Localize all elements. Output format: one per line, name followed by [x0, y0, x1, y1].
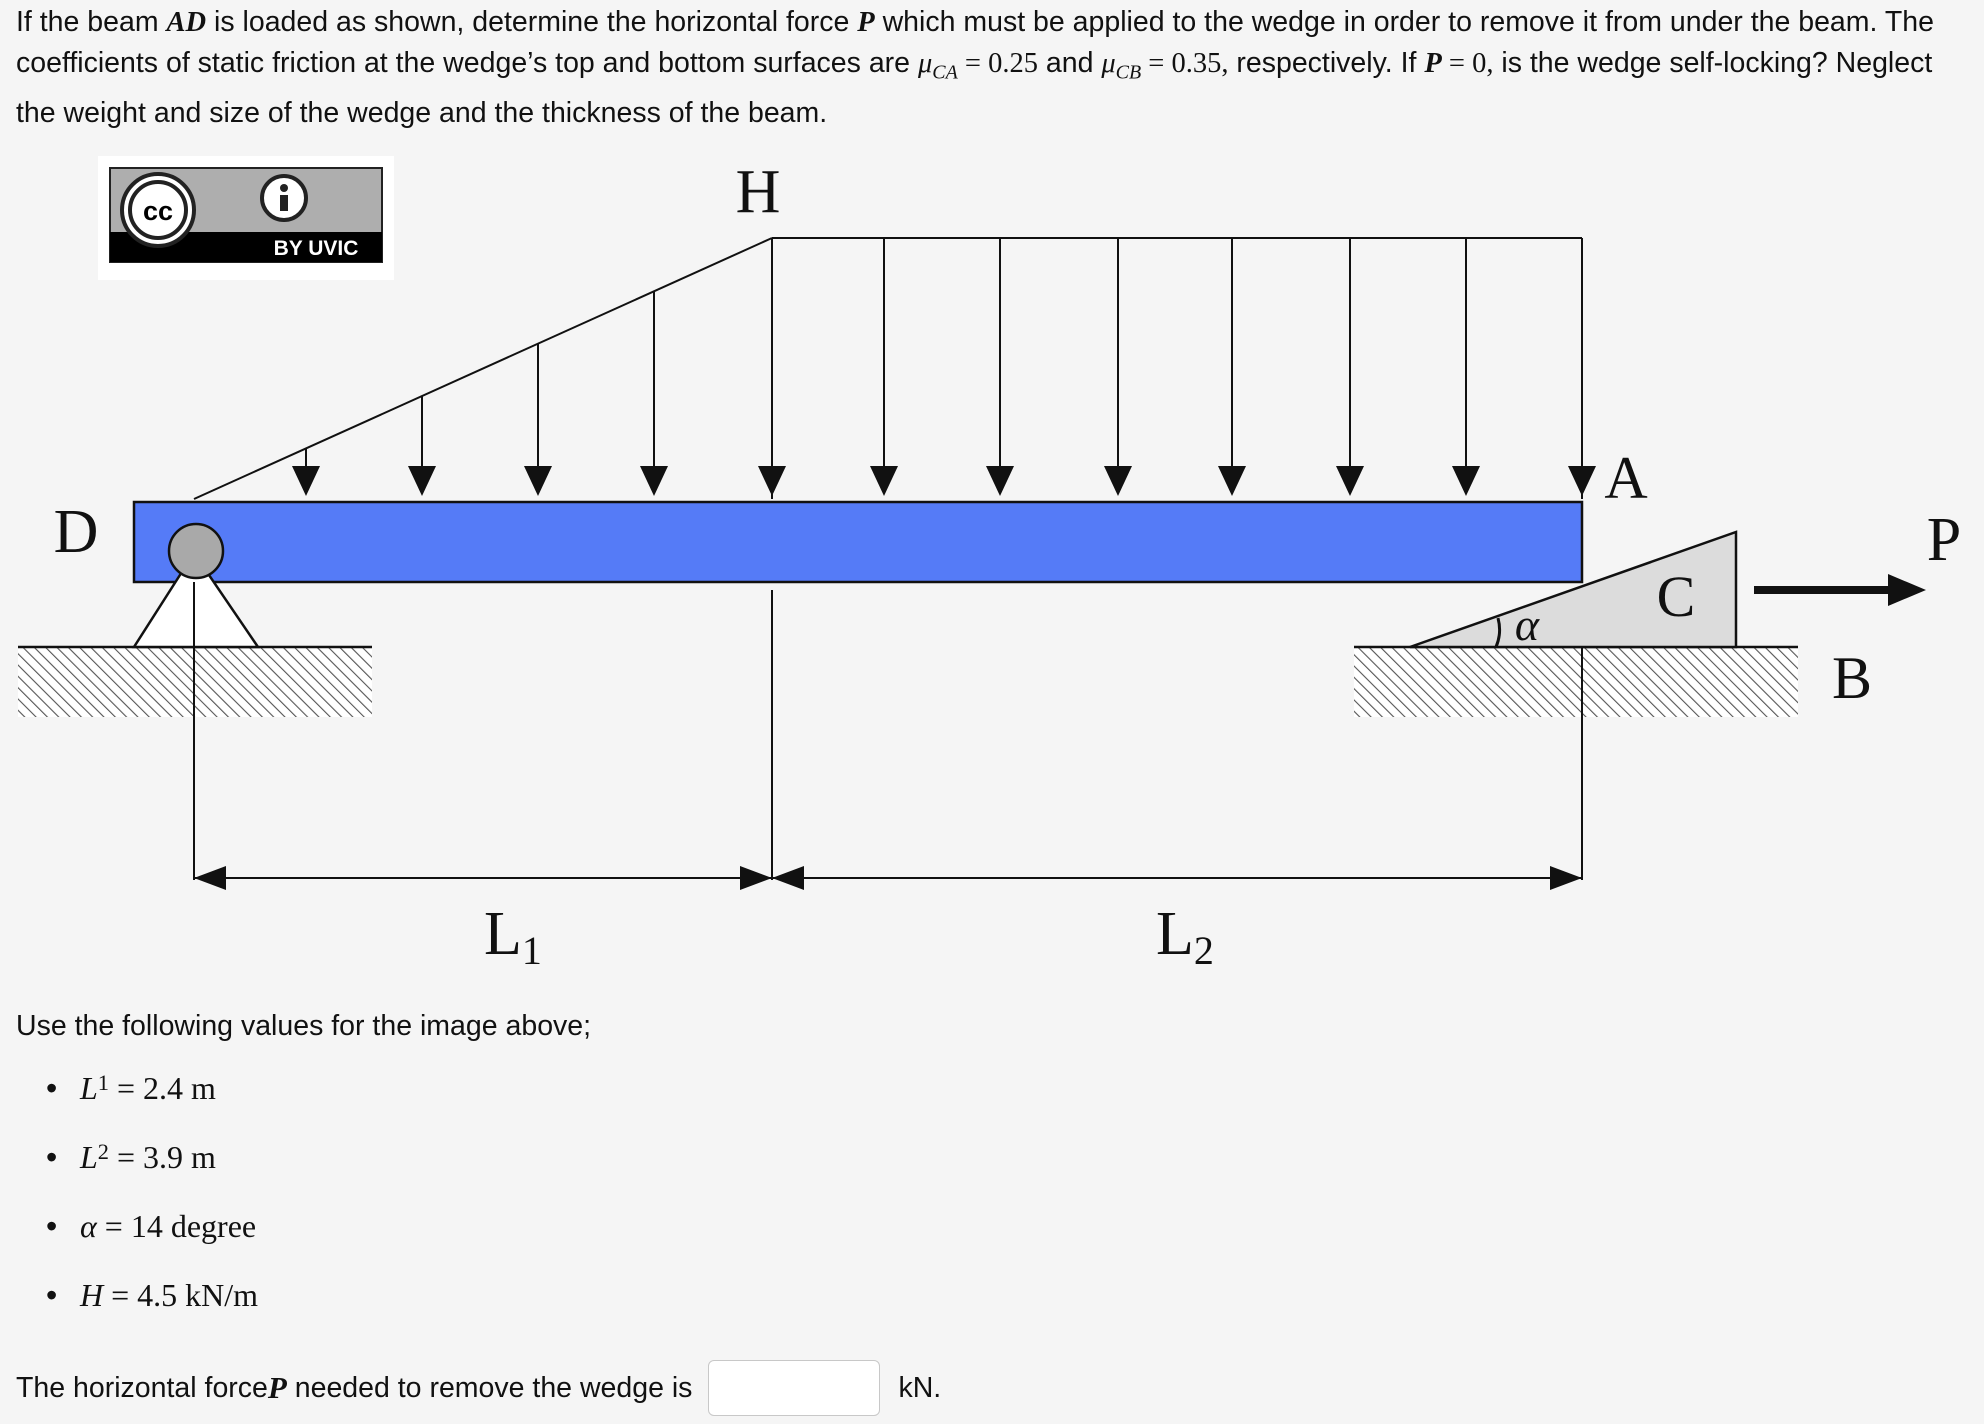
mu-subscript: CB — [1115, 61, 1142, 84]
value-symbol: L — [80, 1070, 98, 1106]
pin-joint — [167, 522, 225, 580]
problem-text: If the beam — [16, 6, 167, 38]
label-d: D — [54, 498, 99, 566]
p-zero-value: = 0, — [1441, 48, 1494, 79]
load-arrow-head — [408, 466, 436, 496]
label-c: C — [1657, 564, 1696, 629]
load-arrow-head — [986, 466, 1014, 496]
badge-by-text: BY UVIC — [274, 237, 359, 260]
bullet: • — [46, 1139, 58, 1175]
value-amount: = 2.4 m — [109, 1070, 216, 1106]
values-intro: Use the following values for the image a… — [16, 1010, 592, 1042]
answer-input[interactable] — [708, 1360, 881, 1416]
bullet: • — [46, 1277, 58, 1313]
problem-text: is loaded as shown, determine the horizo… — [206, 6, 858, 38]
value-item: • H = 4.5 kN/m — [16, 1277, 258, 1346]
value-symbol: α — [80, 1208, 97, 1244]
mu-ca-value: = 0.25 — [957, 48, 1038, 79]
force-symbol: P — [1424, 48, 1442, 79]
load-arrow-head — [1218, 466, 1246, 496]
cc-icon-text: cc — [143, 196, 173, 226]
load-arrows — [292, 238, 1596, 496]
problem-text: which must be applied to the wedge in or… — [16, 6, 1934, 79]
value-symbol: H — [80, 1277, 104, 1313]
beam-ad — [132, 500, 1584, 584]
value-item: • α = 14 degree — [16, 1208, 258, 1277]
value-amount: = 3.9 m — [109, 1139, 216, 1175]
wedge — [1409, 530, 1738, 649]
mu-subscript: CA — [932, 61, 958, 84]
load-arrow-head — [758, 466, 786, 496]
ground-b — [1354, 647, 1798, 717]
dimension-lines — [193, 582, 1583, 890]
beam-symbol: AD — [166, 7, 207, 38]
alpha-angle-arc — [1494, 617, 1502, 648]
problem-text: respectively. If — [1228, 47, 1425, 79]
label-l2: L2 — [1156, 900, 1214, 973]
bullet: • — [46, 1070, 58, 1106]
label-l1: L1 — [484, 900, 542, 973]
label-alpha: α — [1515, 599, 1540, 650]
load-arrow-head — [292, 466, 320, 496]
mu-symbol: μ — [1101, 48, 1116, 79]
problem-text: is the wedge self-locking? Neglect the w… — [16, 47, 1933, 129]
load-arrow-head — [1336, 466, 1364, 496]
answer-unit: kN. — [898, 1371, 942, 1404]
load-arrow-head — [870, 466, 898, 496]
problem-statement: If the beam AD is loaded as shown, deter… — [16, 2, 1966, 133]
pin-support-d — [131, 522, 261, 649]
value-subscript: 1 — [97, 1070, 109, 1095]
load-arrow-head — [1452, 466, 1480, 496]
load-arrow-head — [1104, 466, 1132, 496]
label-p: P — [1927, 506, 1961, 574]
problem-text: and — [1037, 47, 1102, 79]
answer-middle: needed to remove the wedge is — [286, 1371, 693, 1404]
distributed-load — [193, 237, 1583, 500]
mu-cb-value: = 0.35, — [1141, 48, 1229, 79]
answer-row: The horizontal force P needed to remove … — [16, 1358, 941, 1418]
bullet: • — [46, 1208, 58, 1244]
value-amount: = 4.5 kN/m — [103, 1277, 259, 1313]
cc-by-license-badge: cc BY UVIC — [98, 156, 394, 280]
label-h: H — [736, 158, 781, 226]
answer-p-symbol: P — [267, 1370, 287, 1405]
answer-prefix: The horizontal force — [16, 1371, 268, 1404]
load-arrow-head — [1568, 466, 1596, 496]
force-symbol: P — [857, 7, 875, 38]
value-amount: = 14 degree — [96, 1208, 257, 1244]
beam-wedge-diagram: cc BY UVIC — [18, 156, 1961, 973]
value-symbol: L — [80, 1139, 98, 1175]
label-a: A — [1604, 445, 1647, 511]
label-b: B — [1832, 645, 1872, 711]
load-arrow-head — [640, 466, 668, 496]
mu-symbol: μ — [917, 48, 933, 79]
force-p-arrow — [1754, 574, 1926, 606]
value-subscript: 2 — [97, 1139, 109, 1164]
load-arrow-head — [524, 466, 552, 496]
load-ramp-line — [193, 237, 773, 500]
